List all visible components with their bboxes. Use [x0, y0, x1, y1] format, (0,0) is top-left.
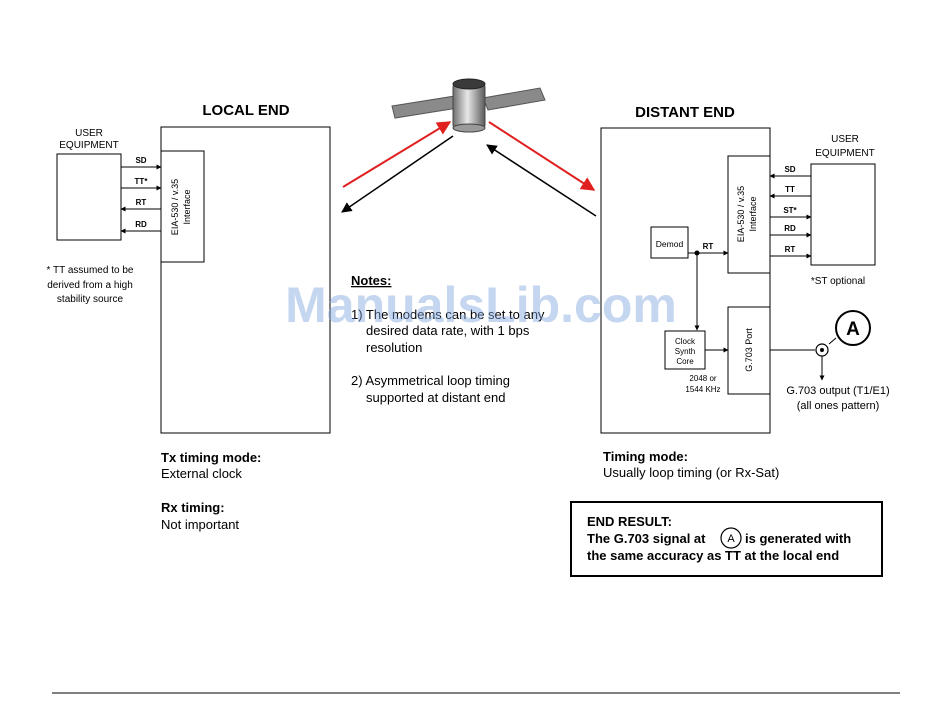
tx-timing-mode-value: External clock	[161, 466, 242, 481]
end-result-marker-label: A	[727, 533, 735, 545]
distant-interface-box	[727, 155, 771, 274]
distant-end-box	[600, 127, 771, 434]
marker-a-label: A	[846, 319, 860, 340]
satellite-icon	[391, 78, 546, 133]
note-1-line-2: desired data rate, with 1 bps	[366, 323, 530, 338]
marker-a-badge	[835, 310, 871, 346]
svg-text:EIA-530 / v.35: EIA-530 / v.35	[170, 179, 180, 235]
timing-mode-title: Timing mode:	[603, 449, 688, 464]
clock-synth-label-3: Core	[676, 357, 694, 366]
distant-interface-label: EIA-530 / v.35 Interface	[736, 186, 758, 242]
distant-signal-st: ST*	[783, 206, 797, 215]
distant-signal-rt: RT	[785, 245, 796, 254]
local-interface-label: EIA-530 / v.35 Interface	[170, 179, 192, 235]
distant-user-equipment: USER EQUIPMENT	[810, 134, 876, 266]
note-2-line-2: supported at distant end	[366, 390, 506, 405]
end-result-line2: the same accuracy as TT at the local end	[587, 548, 839, 563]
tt-note-line-1: * TT assumed to be	[47, 265, 134, 276]
end-result-line1-suffix: is generated with	[745, 531, 851, 546]
timing-mode-value: Usually loop timing (or Rx-Sat)	[603, 465, 779, 480]
svg-text:Interface: Interface	[748, 196, 758, 231]
g703-port-label: G.703 Port	[744, 328, 754, 372]
local-signal-rt: RT	[136, 198, 147, 207]
note-1-line-1: 1) The modems can be set to any	[351, 307, 545, 322]
distant-user-equipment-label-1: USER	[831, 134, 859, 145]
local-signal-sd: SD	[135, 156, 146, 165]
clock-freq-line-2: 1544 KHz	[685, 385, 720, 394]
demod-rt-label: RT	[703, 242, 714, 251]
distant-signal-tt: TT	[785, 185, 795, 194]
clock-synth-label-1: Clock	[675, 337, 696, 346]
tt-note-line-3: stability source	[57, 294, 124, 305]
local-signal-tt: TT*	[135, 177, 149, 186]
g703-port-box	[727, 306, 771, 395]
distant-uplink-arrow	[486, 144, 597, 217]
local-user-equipment-label-2: EQUIPMENT	[59, 140, 118, 151]
demod-label: Demod	[656, 239, 684, 249]
rx-timing-title: Rx timing:	[161, 500, 225, 515]
st-optional-note: *ST optional	[811, 276, 865, 287]
local-downlink-arrow	[341, 135, 454, 213]
end-result-title: END RESULT:	[587, 514, 672, 529]
distant-user-equipment-label-2: EQUIPMENT	[815, 148, 874, 159]
local-end-heading: LOCAL END	[202, 102, 289, 119]
local-user-equipment-label-1: USER	[75, 128, 103, 139]
local-uplink-arrow	[342, 121, 452, 188]
demod-box	[650, 226, 689, 259]
local-signal-lines	[120, 164, 162, 234]
tt-note-line-2: derived from a high	[47, 280, 133, 291]
g703-output-line-2: (all ones pattern)	[797, 400, 880, 412]
svg-text:Interface: Interface	[182, 189, 192, 224]
distant-signal-lines	[769, 173, 812, 259]
clock-synth-box	[664, 330, 706, 370]
clock-synth-label-2: Synth	[675, 347, 695, 356]
local-end-box	[160, 126, 331, 434]
distant-signal-rd: RD	[784, 224, 796, 233]
rx-timing-value: Not important	[161, 517, 239, 532]
svg-text:EIA-530 / v.35: EIA-530 / v.35	[736, 186, 746, 242]
distant-end-heading: DISTANT END	[635, 104, 735, 121]
clock-freq-line-1: 2048 or	[689, 374, 716, 383]
note-2-line-1: 2) Asymmetrical loop timing	[351, 373, 510, 388]
notes-title: Notes:	[351, 273, 391, 288]
tx-timing-mode-title: Tx timing mode:	[161, 450, 261, 465]
local-signal-rd: RD	[135, 220, 147, 229]
distant-downlink-arrow	[488, 121, 596, 191]
watermark-text: ManualsLib.com	[285, 277, 677, 333]
g703-output-line-1: G.703 output (T1/E1)	[786, 385, 889, 397]
end-result-marker-a	[720, 527, 742, 549]
distant-signal-sd: SD	[784, 165, 795, 174]
note-1-line-3: resolution	[366, 340, 422, 355]
local-user-equipment: USER EQUIPMENT	[56, 128, 122, 241]
end-result-line1-prefix: The G.703 signal at	[587, 531, 706, 546]
local-interface-box	[160, 150, 205, 263]
